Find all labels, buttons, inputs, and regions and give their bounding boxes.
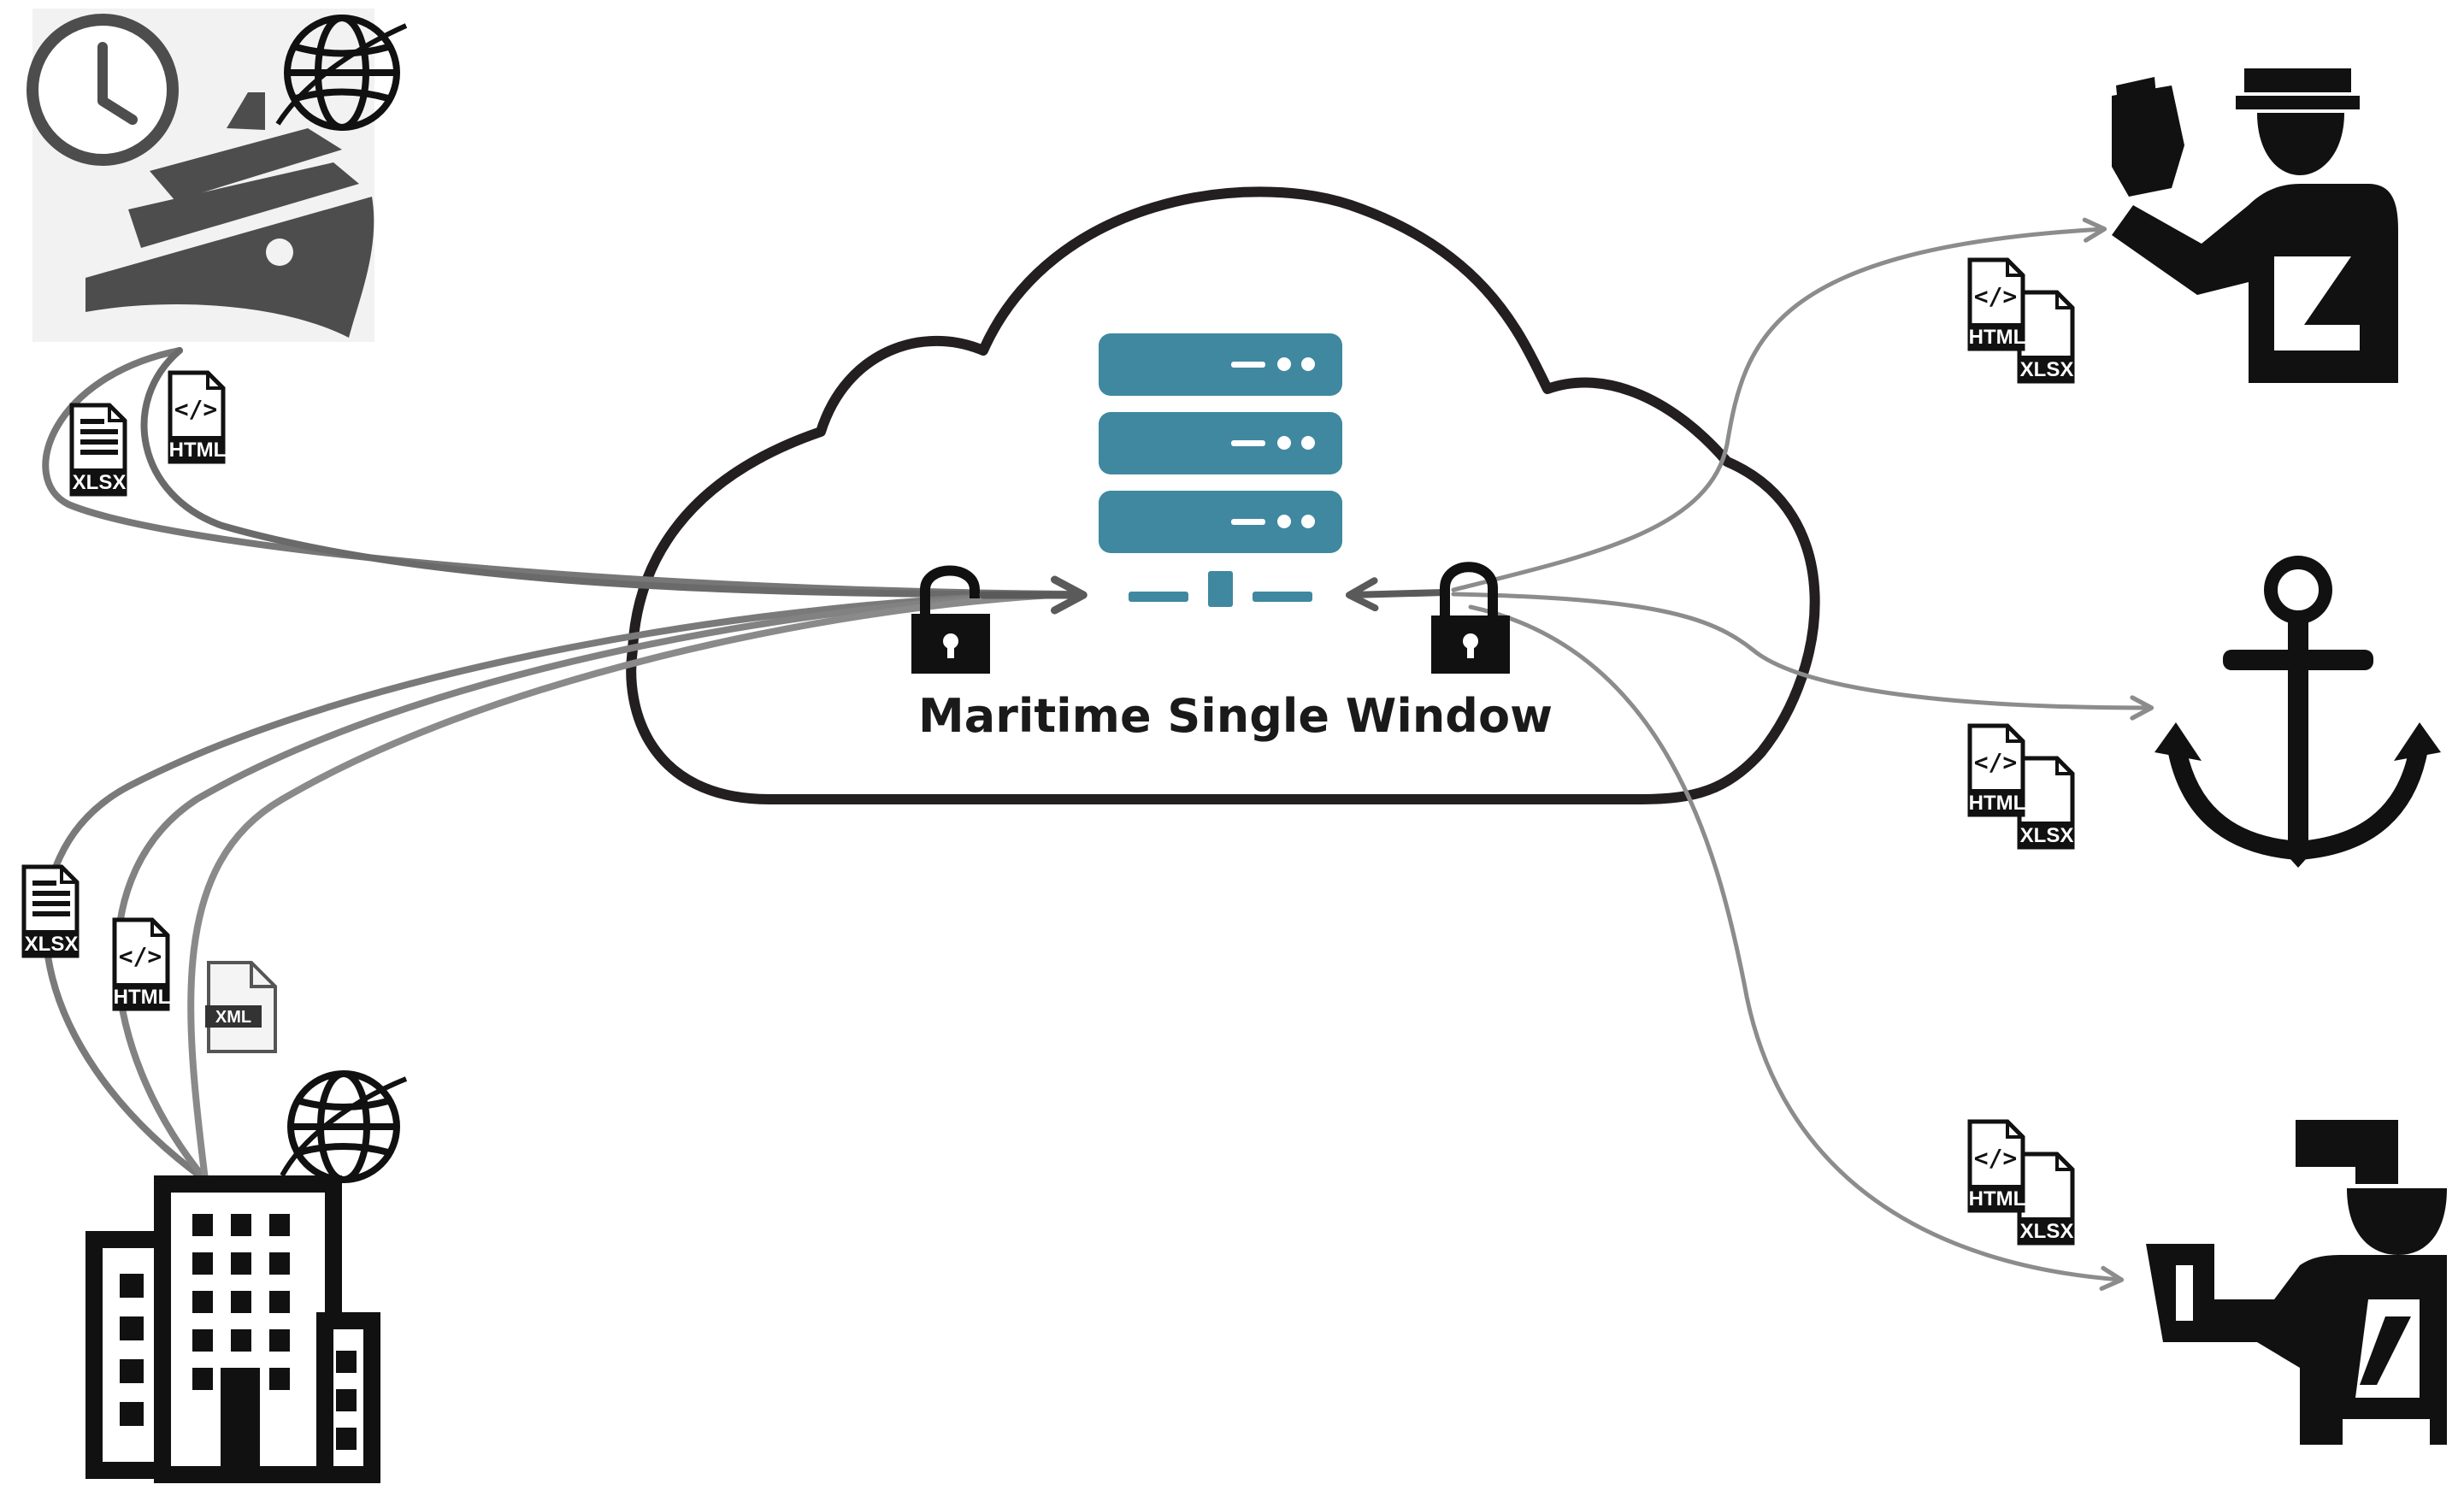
server-base-right: [1253, 592, 1312, 602]
html-file-icon: </> HTML: [169, 373, 227, 462]
xlsx-file-icon: XLSX: [24, 867, 79, 956]
xlsx-file-icon: XLSX: [72, 405, 127, 494]
server-base-left: [1129, 592, 1188, 602]
html-file-icon: </> HTML: [114, 920, 171, 1009]
flow-to-immigration: [1451, 217, 2107, 592]
office-building-icon: [85, 1175, 380, 1483]
padlock-icon-in: [911, 565, 990, 674]
svg-text:HTML: HTML: [169, 439, 227, 462]
flow-to-customs: [1468, 604, 2125, 1291]
flow-company-a: [42, 591, 1072, 1183]
immigration-officer-icon: [2112, 68, 2398, 383]
file-pair-immigration: XLSX </> HTML: [1969, 260, 2074, 381]
svg-text:HTML: HTML: [1969, 792, 2026, 815]
globe-icon-company: [280, 1070, 408, 1183]
svg-text:XLSX: XLSX: [73, 471, 127, 494]
server-unit-3: [1099, 491, 1342, 553]
svg-text:</>: </>: [174, 395, 218, 423]
svg-text:HTML: HTML: [114, 986, 171, 1009]
svg-text:XLSX: XLSX: [2020, 824, 2074, 847]
cloud-title: Maritime Single Window: [918, 689, 1553, 743]
outbound-flows: [1346, 217, 2155, 1291]
server-unit-1: [1099, 333, 1342, 396]
server-stem: [1208, 571, 1233, 607]
clock-icon: [27, 14, 179, 166]
globe-icon: [275, 15, 408, 131]
ship-node: [27, 9, 408, 342]
customs-officer-icon: [2146, 1120, 2447, 1445]
anchor-icon: [2155, 556, 2441, 868]
flow-ship-a: [42, 347, 1072, 598]
svg-text:XML: XML: [215, 1008, 251, 1027]
ship-icon: [85, 92, 374, 338]
svg-text:</>: </>: [1974, 1144, 2018, 1172]
svg-text:HTML: HTML: [1969, 326, 2026, 349]
company-node: [85, 1070, 408, 1483]
server-unit-2: [1099, 412, 1342, 474]
flow-company-c: [187, 591, 1072, 1183]
server-arrow-back: [1346, 577, 1448, 612]
svg-text:XLSX: XLSX: [25, 933, 79, 956]
file-pair-customs: XLSX </> HTML: [1969, 1122, 2074, 1243]
padlock-icon-out: [1431, 562, 1510, 674]
file-pair-port: XLSX </> HTML: [1969, 726, 2074, 847]
xml-file-icon: XML: [205, 961, 277, 1053]
flow-company-b: [114, 591, 1072, 1183]
svg-text:</>: </>: [119, 942, 162, 970]
flow-to-port: [1451, 592, 2155, 721]
flow-ship-b: [140, 347, 1087, 612]
svg-text:XLSX: XLSX: [2020, 1220, 2074, 1243]
svg-text:HTML: HTML: [1969, 1187, 2026, 1210]
svg-text:XLSX: XLSX: [2020, 358, 2074, 381]
server-rack-icon: [1099, 333, 1342, 607]
svg-text:</>: </>: [1974, 748, 2018, 776]
inbound-flows: [42, 347, 1087, 1183]
svg-text:</>: </>: [1974, 282, 2018, 310]
